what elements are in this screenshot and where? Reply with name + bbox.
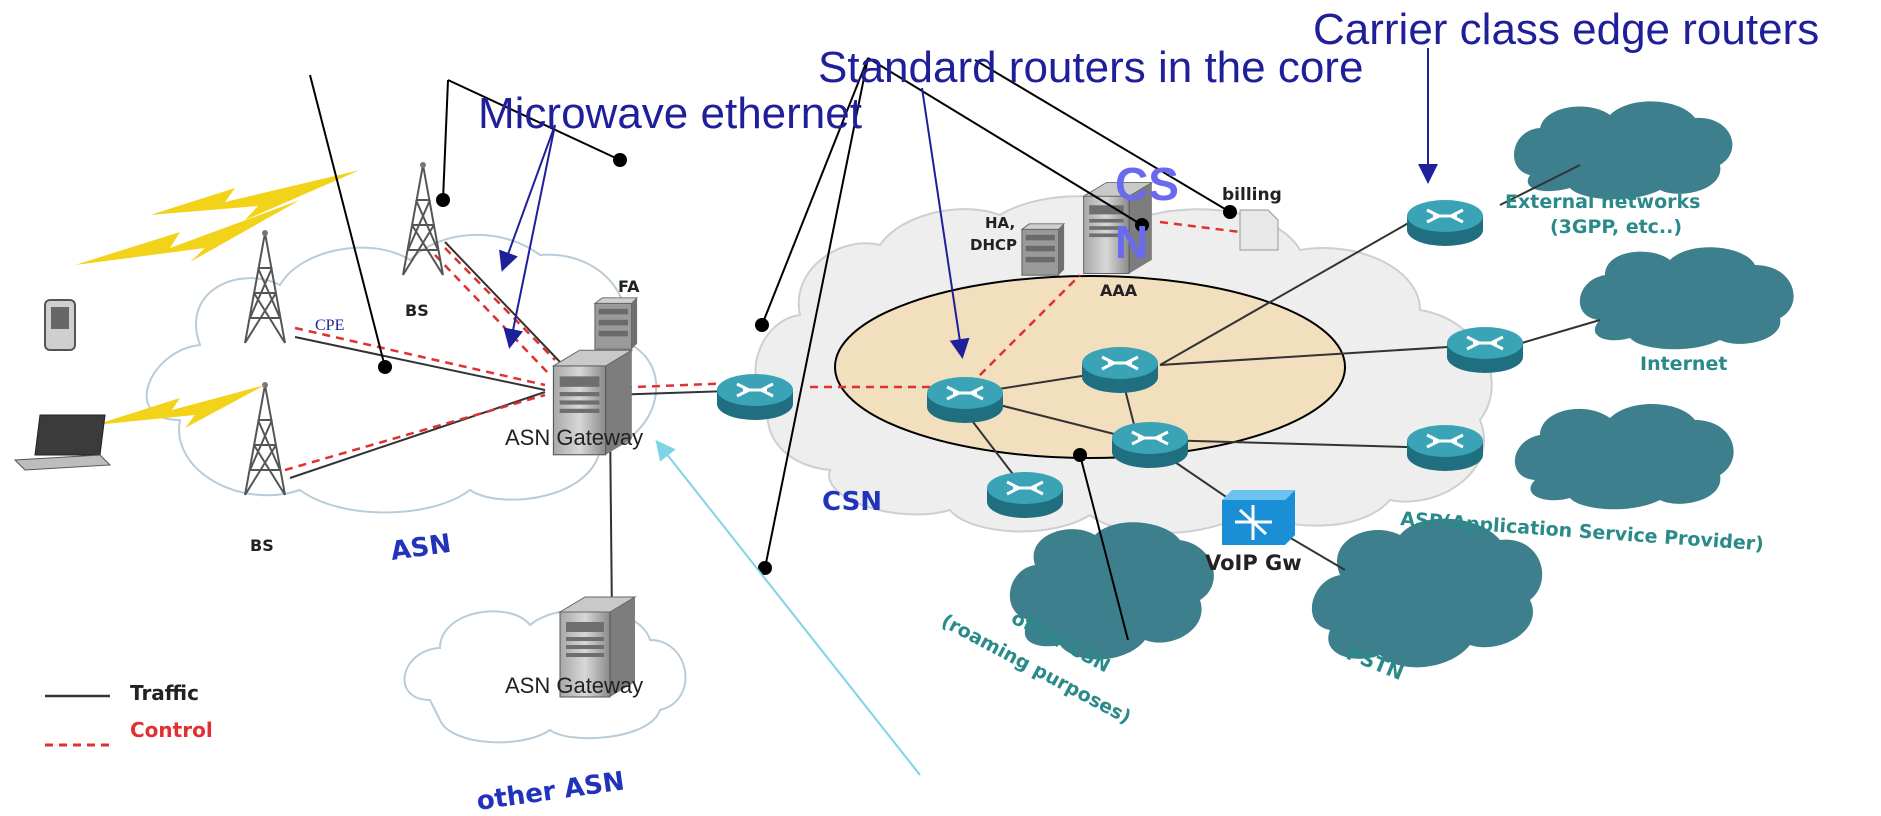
csn-overlay-label: CS <box>1115 158 1179 210</box>
billing-label: billing <box>1222 185 1282 205</box>
cpe-label: CPE <box>315 317 344 334</box>
csn-label: CSN <box>822 487 882 517</box>
phone-icon <box>44 299 76 351</box>
asn-gateway-pointer-arrow <box>655 439 921 776</box>
core-router-2 <box>1080 345 1160 395</box>
edge-router-external <box>1405 198 1485 248</box>
external-networks-label: External networks <box>1505 191 1700 213</box>
other-csn-cloud <box>1009 522 1214 660</box>
core-router-3 <box>1110 420 1190 470</box>
ha-dhcp-server <box>1021 223 1065 276</box>
carrier-class-callout: Carrier class edge routers <box>1313 5 1819 54</box>
callout-dots <box>378 153 1237 575</box>
external-networks-label-2: (3GPP, etc..) <box>1550 216 1682 238</box>
wireless-bolt-icon-2 <box>150 170 360 220</box>
pstn-cloud <box>1311 518 1543 668</box>
laptop-icon <box>13 414 112 471</box>
aaa-label: AAA <box>1100 281 1138 300</box>
bs-bottom-label: BS <box>250 536 274 555</box>
fa-label: FA <box>618 277 640 296</box>
dhcp-label: DHCP <box>970 236 1017 254</box>
billing-document-icon <box>1239 209 1279 251</box>
legend-traffic: Traffic <box>130 681 199 705</box>
asn-gateway-label: ASN Gateway <box>505 425 643 450</box>
edge-router-asp <box>1405 423 1485 473</box>
microwave-callout: Microwave ethernet <box>478 89 862 138</box>
bs-top-label: BS <box>405 301 429 320</box>
voip-label: VoIP Gw <box>1205 551 1302 575</box>
standard-routers-callout: Standard routers in the core <box>818 43 1363 92</box>
asn-edge-router <box>715 372 795 422</box>
ha-label: HA, <box>985 214 1015 232</box>
control-links <box>284 220 1241 472</box>
external-networks-cloud <box>1513 101 1733 200</box>
other-csn-router <box>985 470 1065 520</box>
asn-label: ASN <box>389 529 453 567</box>
edge-router-internet <box>1445 325 1525 375</box>
wireless-bolt-icon-3 <box>95 385 265 428</box>
legend-control: Control <box>130 718 213 742</box>
internet-label: Internet <box>1640 353 1727 375</box>
core-router-1 <box>925 375 1005 425</box>
voip-gateway-icon <box>1222 490 1295 545</box>
callout-arrows <box>499 48 1438 359</box>
legend: Traffic Control <box>45 681 213 747</box>
callout-lines <box>309 57 1231 641</box>
asp-cloud <box>1514 403 1734 510</box>
asn-gateway-label-2: ASN Gateway <box>505 673 643 698</box>
other-asn-label: other ASN <box>475 766 627 816</box>
csn-overlay-label-2: N <box>1115 216 1148 268</box>
fa-server <box>594 297 638 350</box>
internet-cloud <box>1579 247 1794 350</box>
wireless-bolt-icon <box>75 200 300 265</box>
